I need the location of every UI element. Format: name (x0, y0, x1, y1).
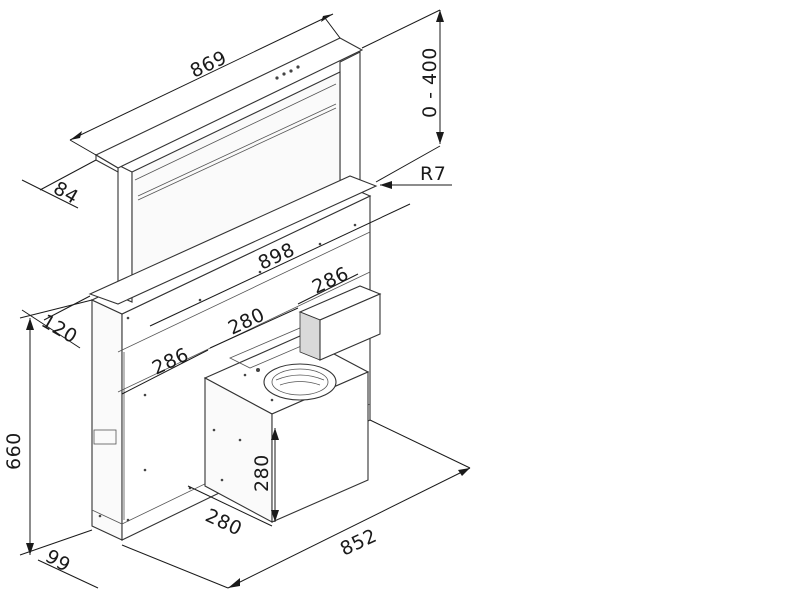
dim-radius: R7 (420, 163, 446, 185)
dim-lift-height: 0 - 400 (419, 47, 441, 118)
dimension-lines (19, 9, 471, 589)
dim-body-depth: 120 (38, 310, 82, 348)
motor-unit (203, 327, 370, 523)
lift-unit (88, 37, 378, 305)
dim-base-width: 852 (337, 525, 381, 561)
dim-base-depth: 99 (42, 545, 75, 577)
dim-motor-height: 280 (251, 454, 273, 492)
electronics-box (298, 285, 382, 361)
dim-top-width: 869 (187, 47, 231, 83)
dim-total-height: 660 (3, 432, 25, 470)
